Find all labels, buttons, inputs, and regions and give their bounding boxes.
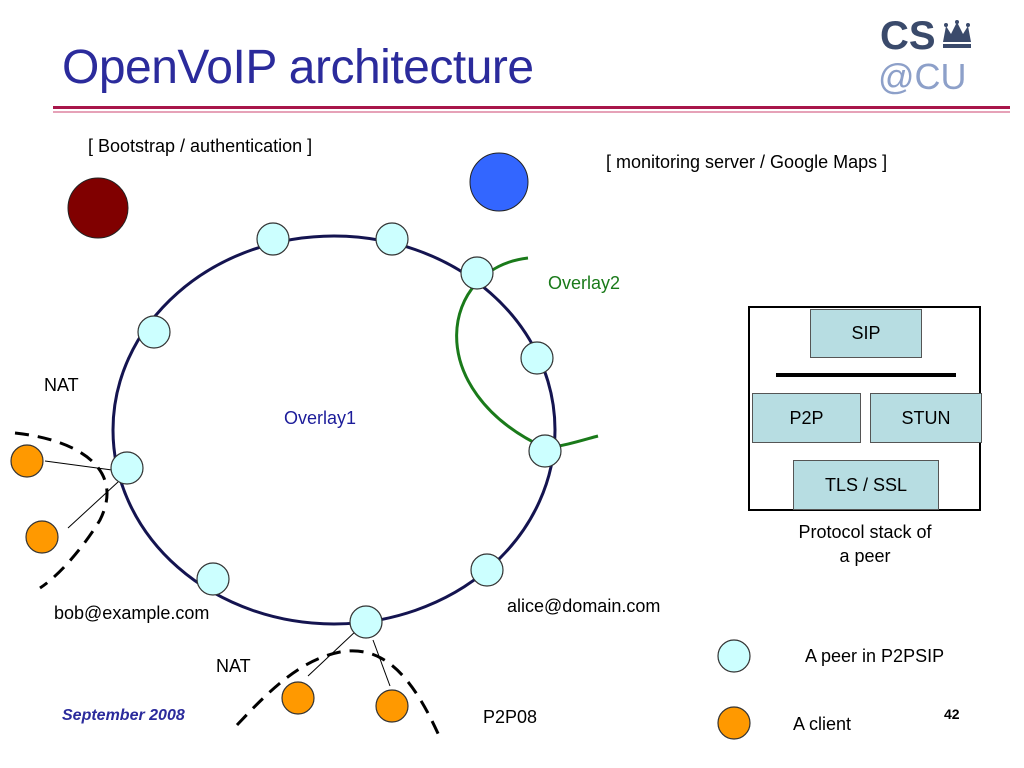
title-underline <box>53 106 1010 109</box>
overlay1-ring <box>111 234 557 626</box>
legend-peer-icon <box>717 639 751 673</box>
client-node <box>10 444 44 478</box>
client-node <box>375 689 409 723</box>
peer-node <box>256 222 290 256</box>
peer-node <box>349 605 383 639</box>
overlay2-label: Overlay2 <box>548 273 621 293</box>
stack-layer-stun: STUN <box>870 393 982 443</box>
slide-title: OpenVoIP architecture <box>62 41 534 94</box>
protocol-stack-caption: Protocol stack of a peer <box>770 520 960 568</box>
nat-label-bottom: NAT <box>216 656 251 676</box>
legend-client-label: A client <box>793 714 852 734</box>
nat-boundary-left <box>14 431 109 590</box>
legend-client-icon <box>717 706 751 740</box>
client-link <box>372 639 391 687</box>
monitoring-label: [ monitoring server / Google Maps ] <box>606 152 888 172</box>
logo-line-2: @CU <box>878 56 967 97</box>
stack-layer-tls: TLS / SSL <box>793 460 939 510</box>
peer-node <box>460 256 494 290</box>
stack-layer-sip: SIP <box>810 309 922 358</box>
stack-layer-p2p: P2P <box>752 393 861 443</box>
stack-separator <box>776 373 956 377</box>
client-link <box>67 481 119 529</box>
page-number: 42 <box>944 706 960 722</box>
peer-node <box>110 451 144 485</box>
client-link <box>44 460 113 471</box>
logo-line-1: CS <box>880 14 936 58</box>
bootstrap-server-node <box>67 177 129 239</box>
client-node <box>281 681 315 715</box>
peer-node <box>137 315 171 349</box>
nat-label-left: NAT <box>44 375 79 395</box>
bootstrap-label: [ Bootstrap / authentication ] <box>88 136 313 156</box>
peer-node <box>520 341 554 375</box>
peer-node <box>196 562 230 596</box>
overlay1-label: Overlay1 <box>284 408 357 428</box>
cs-cu-logo: CS @CU <box>876 14 976 97</box>
footer-conference: P2P08 <box>483 707 538 727</box>
client-link <box>307 629 358 677</box>
nat-boundary-bottom <box>235 649 442 739</box>
alice-address-label: alice@domain.com <box>507 596 661 616</box>
crown-icon <box>943 20 971 48</box>
peer-node <box>470 553 504 587</box>
caption-line-1: Protocol stack of <box>798 522 932 542</box>
monitoring-server-node <box>469 152 529 212</box>
title-underline-light <box>53 111 1010 113</box>
bob-address-label: bob@example.com <box>54 603 210 623</box>
caption-line-2: a peer <box>839 546 891 566</box>
peer-node <box>375 222 409 256</box>
legend-peer-label: A peer in P2PSIP <box>805 646 945 666</box>
client-node <box>25 520 59 554</box>
footer-date: September 2008 <box>62 707 185 724</box>
peer-node <box>528 434 562 468</box>
